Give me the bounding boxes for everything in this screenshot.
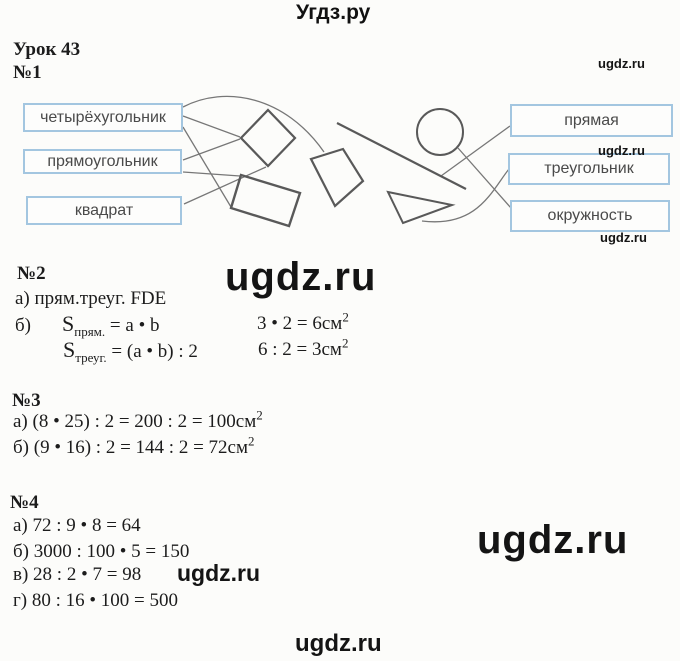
formula-rect-subscript: прям. xyxy=(74,323,106,339)
connector-quadrilateral-diamond xyxy=(182,115,241,138)
problem-3-line-a-superscript: 2 xyxy=(256,407,263,423)
problem-4-line-a: а) 72 : 9 • 8 = 64 xyxy=(13,515,141,536)
connector-quadrilateral-trapezoid xyxy=(182,95,325,153)
watermark-bottom: ugdz.ru xyxy=(295,630,382,657)
problem-2-item-b: б) xyxy=(15,315,31,336)
watermark-large-2: ugdz.ru xyxy=(477,518,629,562)
line-shape xyxy=(336,122,467,190)
problem-4-line-c: в) 28 : 2 • 7 = 98 xyxy=(13,564,142,585)
problem-4-number: №4 xyxy=(10,492,39,513)
site-header: Угдз.ру xyxy=(296,1,371,24)
problem-3-number: №3 xyxy=(12,390,41,411)
problem-2-calc-tri: 6 : 2 = 3см2 xyxy=(258,335,349,361)
calc-tri-text: 6 : 2 = 3см xyxy=(258,339,342,360)
label-triangle: треугольник xyxy=(508,153,670,185)
connector-circle-label-circle xyxy=(457,147,512,209)
quadrilateral-shape xyxy=(309,147,365,208)
problem-3-line-a: а) (8 • 25) : 2 = 200 : 2 = 100см2 xyxy=(13,407,263,433)
figure-shapes xyxy=(229,108,467,228)
problem-3-line-b-superscript: 2 xyxy=(248,433,255,449)
connector-rectangle-label-diamond xyxy=(182,138,241,161)
problem-3-line-b-text: б) (9 • 16) : 2 = 144 : 2 = 72см xyxy=(13,437,248,458)
problem-2-formula-tri: Sтреуг. = (a • b) : 2 xyxy=(63,337,198,366)
problem-2-number: №2 xyxy=(17,263,46,284)
formula-rect-rhs: = a • b xyxy=(105,315,160,336)
triangle-shape xyxy=(386,190,456,225)
formula-tri-rhs: = (a • b) : 2 xyxy=(106,341,198,362)
calc-rect-superscript: 2 xyxy=(342,309,349,325)
problem-1-number: №1 xyxy=(13,62,42,83)
diamond-shape xyxy=(239,108,297,168)
lesson-title: Урок 43 xyxy=(13,39,81,60)
watermark-top-right: ugdz.ru xyxy=(598,56,645,71)
connector-triangle-label-triangle xyxy=(421,168,510,223)
connector-lines xyxy=(182,95,512,223)
problem-3-line-a-text: а) (8 • 25) : 2 = 200 : 2 = 100см xyxy=(13,411,257,432)
formula-rect-symbol: S xyxy=(62,311,75,336)
label-circle: окружность xyxy=(510,200,670,232)
watermark-diagram-right-2: ugdz.ru xyxy=(600,230,647,245)
problem-4-line-b: б) 3000 : 100 • 5 = 150 xyxy=(13,541,190,562)
label-line: прямая xyxy=(510,104,673,137)
rectangle-shape xyxy=(229,173,302,228)
watermark-large-1: ugdz.ru xyxy=(225,255,377,299)
watermark-medium: ugdz.ru xyxy=(177,560,261,586)
circle-shape xyxy=(416,108,464,156)
connector-quadrilateral-rectangle xyxy=(182,126,232,208)
calc-rect-text: 3 • 2 = 6см xyxy=(257,313,343,334)
label-rectangle: прямоугольник xyxy=(23,149,182,174)
connector-rectangle-label-rectangle xyxy=(182,171,241,177)
problem-3-line-b: б) (9 • 16) : 2 = 144 : 2 = 72см2 xyxy=(13,433,255,459)
problem-2-calc-rect: 3 • 2 = 6см2 xyxy=(257,309,349,335)
label-square: квадрат xyxy=(26,196,182,225)
formula-tri-subscript: треуг. xyxy=(75,349,107,365)
problem-2-line-a: а) прям.треуг. FDE xyxy=(15,288,167,309)
problem-4-line-d: г) 80 : 16 • 100 = 500 xyxy=(13,590,179,611)
watermark-diagram-right-1: ugdz.ru xyxy=(598,143,645,158)
problem-2-formula-rect: Sпрям. = a • b xyxy=(62,311,159,340)
connector-line-label-line xyxy=(440,125,511,177)
matching-diagram xyxy=(182,95,512,228)
connector-square-diamond xyxy=(183,166,267,205)
formula-tri-symbol: S xyxy=(63,337,76,362)
label-quadrilateral: четырёхугольник xyxy=(23,103,183,132)
calc-tri-superscript: 2 xyxy=(341,335,349,351)
